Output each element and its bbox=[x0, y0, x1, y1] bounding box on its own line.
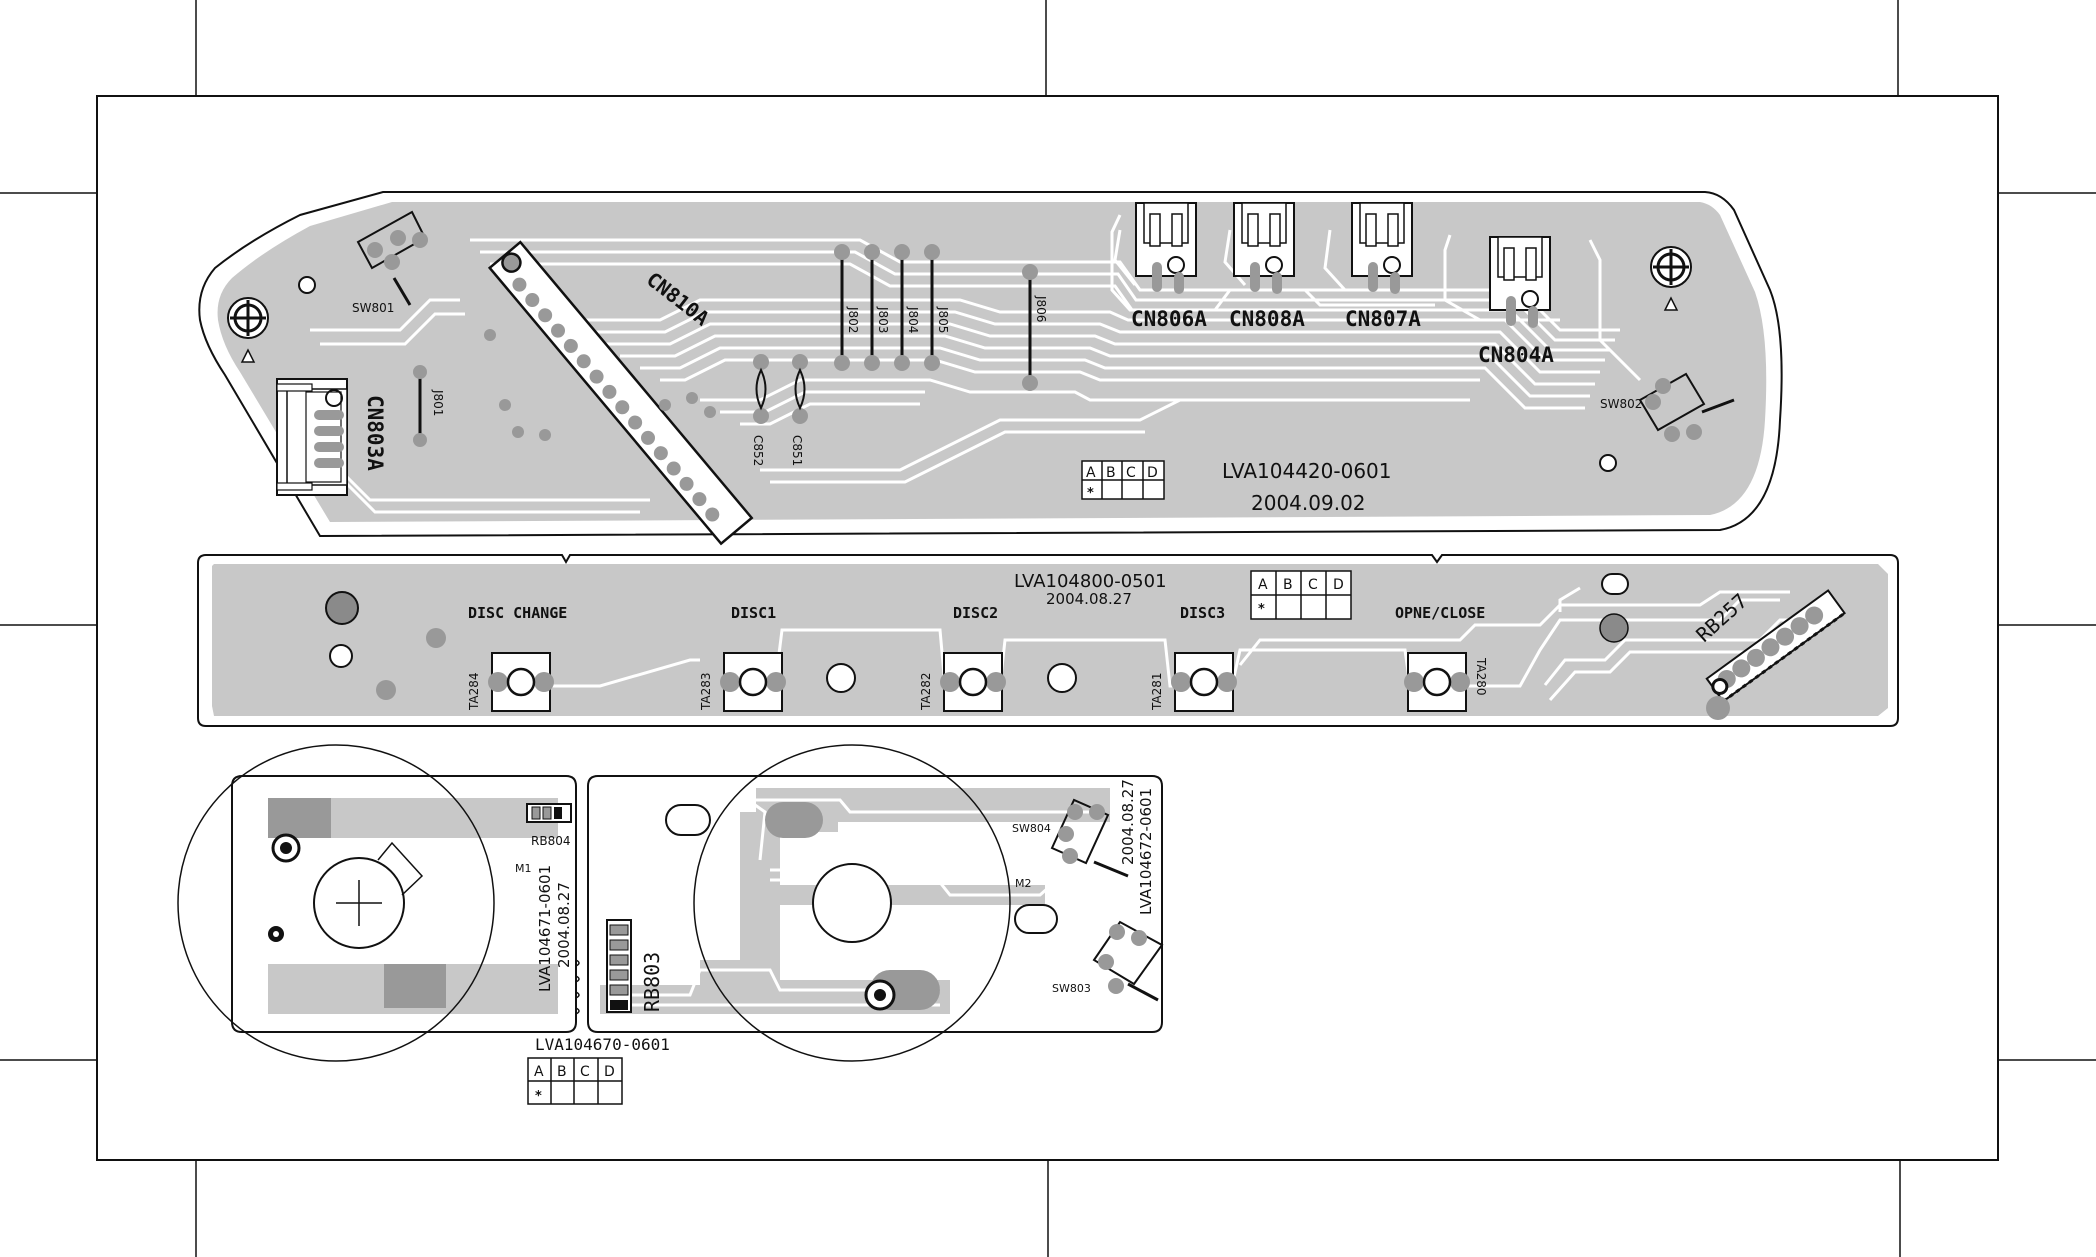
main-board-copper bbox=[217, 202, 1767, 522]
assembly-rev-c: C bbox=[580, 1064, 590, 1080]
main-board-traces bbox=[300, 214, 1642, 514]
main-rev-c: C bbox=[1126, 465, 1136, 481]
button-disc-change: DISC CHANGE TA284 bbox=[467, 604, 567, 712]
button-rev-b: B bbox=[1283, 577, 1293, 593]
resistor-rb803: RB803 bbox=[606, 919, 664, 1013]
j802-label: J802 bbox=[846, 306, 860, 333]
sw802-label: SW802 bbox=[1600, 397, 1642, 411]
main-rev-b: B bbox=[1106, 465, 1116, 481]
motor-m1-outline bbox=[177, 744, 495, 1062]
connector-cn806a: CN806A bbox=[1131, 202, 1207, 331]
jumper-j806: J806 bbox=[1022, 264, 1048, 391]
assembly-rev-d: D bbox=[604, 1064, 615, 1080]
open-close-label: OPNE/CLOSE bbox=[1395, 604, 1485, 622]
cn807a-label: CN807A bbox=[1345, 307, 1421, 331]
button-board: DISC CHANGE TA284 DISC1 TA283 DISC2 TA28… bbox=[197, 554, 1899, 727]
button-rev-mark: * bbox=[1258, 602, 1265, 617]
motor-board-2: M2 RB803 SW804 SW803 bbox=[587, 744, 1164, 1062]
jumpers-j802-j805 bbox=[840, 252, 934, 363]
cn803a-label: CN803A bbox=[363, 395, 387, 471]
sw803-label: SW803 bbox=[1052, 982, 1091, 995]
button-board-revision-table bbox=[1250, 570, 1352, 620]
j801-label: J801 bbox=[431, 389, 445, 416]
rb803-label: RB803 bbox=[640, 952, 664, 1012]
button-rev-d: D bbox=[1333, 577, 1344, 593]
sw804-label: SW804 bbox=[1012, 822, 1051, 835]
ta284-label: TA284 bbox=[467, 672, 481, 711]
main-board: SW801 CN803A J801 bbox=[198, 191, 1783, 546]
ta280-label: TA280 bbox=[1474, 657, 1488, 696]
motor-board-1-part-number: LVA104671-0601 bbox=[536, 865, 554, 992]
disc2-label: DISC2 bbox=[953, 604, 998, 622]
c852-label: C852 bbox=[751, 435, 765, 466]
motor-board-2-date: 2004.08.27 bbox=[1119, 779, 1137, 865]
cn808a-label: CN808A bbox=[1229, 307, 1305, 331]
button-disc2: DISC2 TA282 bbox=[919, 604, 1077, 712]
ta282-label: TA282 bbox=[919, 672, 933, 711]
button-board-part-number: LVA104800-0501 bbox=[1014, 571, 1167, 592]
main-board-date: 2004.09.02 bbox=[1251, 491, 1366, 515]
j805-label: J805 bbox=[936, 306, 950, 333]
connector-cn807a: CN807A bbox=[1345, 202, 1421, 331]
assembly-rev-mark: * bbox=[535, 1089, 542, 1104]
button-disc3: DISC3 TA281 bbox=[1150, 604, 1237, 712]
connector-cn803a: CN803A bbox=[276, 378, 387, 496]
ta283-label: TA283 bbox=[699, 672, 713, 711]
main-rev-a: A bbox=[1086, 465, 1096, 481]
mounting-hole-left bbox=[227, 297, 269, 363]
m2-label: M2 bbox=[1015, 877, 1032, 890]
disc-change-label: DISC CHANGE bbox=[468, 604, 567, 622]
switch-sw802: SW802 bbox=[1600, 372, 1735, 442]
main-board-revision-table bbox=[1081, 460, 1165, 500]
j803-label: J803 bbox=[876, 306, 890, 333]
main-board-part-number: LVA104420-0601 bbox=[1222, 459, 1392, 483]
disc3-label: DISC3 bbox=[1180, 604, 1225, 622]
mounting-hole-right bbox=[1650, 246, 1692, 311]
switch-sw804: SW804 bbox=[1012, 798, 1129, 878]
rb804-label: RB804 bbox=[531, 834, 570, 848]
disc1-label: DISC1 bbox=[731, 604, 776, 622]
capacitor-c852: C852 bbox=[751, 354, 769, 466]
connector-cn804a: CN804A bbox=[1478, 236, 1554, 367]
motor-board-2-part-number: LVA104672-0601 bbox=[1137, 788, 1155, 915]
button-open-close: OPNE/CLOSE TA280 bbox=[1395, 604, 1488, 712]
motor-board-1: RB804 M1 LVA104671-0601 2004.08.27 bbox=[177, 744, 580, 1062]
assembly-rev-b: B bbox=[557, 1064, 567, 1080]
assembly-revision-table bbox=[527, 1057, 623, 1105]
main-rev-mark: * bbox=[1087, 486, 1094, 501]
assembly-part-number: LVA104670-0601 bbox=[535, 1035, 670, 1054]
c851-label: C851 bbox=[790, 435, 804, 466]
assembly-rev-a: A bbox=[534, 1064, 544, 1080]
cn806a-label: CN806A bbox=[1131, 307, 1207, 331]
main-rev-d: D bbox=[1147, 465, 1158, 481]
button-rev-c: C bbox=[1308, 577, 1318, 593]
button-board-date: 2004.08.27 bbox=[1046, 590, 1132, 608]
button-disc1: DISC1 TA283 bbox=[699, 604, 856, 712]
capacitor-c851: C851 bbox=[790, 354, 808, 466]
via-hole bbox=[298, 276, 316, 294]
j804-label: J804 bbox=[906, 306, 920, 333]
sw801-label: SW801 bbox=[352, 301, 394, 315]
cn804a-label: CN804A bbox=[1478, 343, 1554, 367]
via-hole bbox=[1599, 454, 1617, 472]
motor-board-1-date: 2004.08.27 bbox=[555, 882, 573, 968]
motor-m2-outline bbox=[693, 744, 1011, 1062]
button-rev-a: A bbox=[1258, 577, 1268, 593]
j806-label: J806 bbox=[1034, 295, 1048, 322]
connector-cn808a: CN808A bbox=[1229, 202, 1305, 331]
drawing-frame bbox=[96, 95, 1999, 1161]
switch-sw803: SW803 bbox=[1052, 920, 1164, 1002]
resistor-network-rb257: RB257 bbox=[1691, 589, 1846, 720]
ta281-label: TA281 bbox=[1150, 672, 1164, 711]
jumper-j801: J801 bbox=[413, 365, 445, 447]
switch-sw801: SW801 bbox=[352, 210, 428, 315]
m1-label: M1 bbox=[515, 862, 532, 875]
resistor-rb804: RB804 bbox=[526, 803, 572, 848]
